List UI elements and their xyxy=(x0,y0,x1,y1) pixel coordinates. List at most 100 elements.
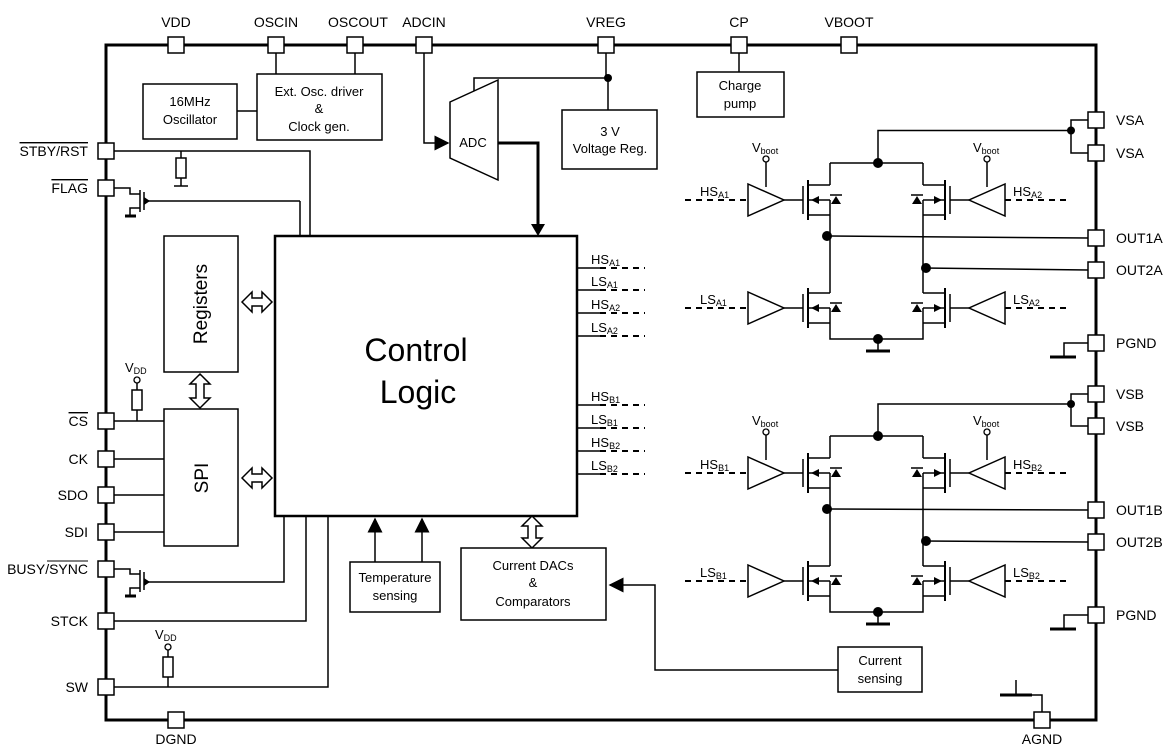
oscillator-block: 16MHz Oscillator xyxy=(142,83,238,140)
control-output-lsb2: LSB2 xyxy=(591,458,618,474)
adc-block: ADC xyxy=(449,78,499,182)
pin-agnd[interactable] xyxy=(1033,711,1051,729)
svg-text:Clock gen.: Clock gen. xyxy=(288,119,349,134)
svg-text:SPI: SPI xyxy=(192,463,213,494)
vboot-label-bridge_a-1: Vboot xyxy=(973,140,1000,156)
pin-label-cs: CS xyxy=(69,413,88,429)
svg-text:sensing: sensing xyxy=(373,588,418,603)
right-pins: VSA VSA OUT1A OUT2A PGND VSB VSB OUT1B O… xyxy=(1087,111,1163,624)
svg-text:Current DACs: Current DACs xyxy=(493,558,574,573)
pin-label-stck: STCK xyxy=(51,613,89,629)
spi-control-arrow xyxy=(240,466,274,490)
svg-text:16MHz: 16MHz xyxy=(169,94,210,109)
pin-cs[interactable] xyxy=(97,412,115,430)
voltage-regulator-block: 3 V Voltage Reg. xyxy=(561,109,658,170)
pin-oscout[interactable] xyxy=(346,36,364,54)
current-sensing-block: Current sensing xyxy=(837,646,923,693)
vdd-label-sw: VDD xyxy=(155,627,177,643)
svg-text:sensing: sensing xyxy=(858,671,903,686)
pin-pgnd-a[interactable] xyxy=(1087,334,1105,352)
control-output-hsa2: HSA2 xyxy=(591,297,620,313)
svg-text:Voltage Reg.: Voltage Reg. xyxy=(573,141,647,156)
pin-vboot[interactable] xyxy=(840,36,858,54)
pin-out1b[interactable] xyxy=(1087,501,1105,519)
pin-label-ck: CK xyxy=(69,451,89,467)
pin-sw[interactable] xyxy=(97,678,115,696)
control-dacs-arrow xyxy=(520,514,544,550)
pin-label-vsa-1: VSA xyxy=(1116,112,1145,128)
svg-text:Temperature: Temperature xyxy=(359,570,432,585)
pin-label-cp: CP xyxy=(729,14,748,30)
svg-text:Registers: Registers xyxy=(191,264,212,344)
svg-text:Logic: Logic xyxy=(380,374,457,410)
pin-stck[interactable] xyxy=(97,612,115,630)
temperature-sensing-block: Temperature sensing xyxy=(349,561,441,613)
charge-pump-block: Charge pump xyxy=(696,71,785,118)
pin-label-out1b: OUT1B xyxy=(1116,502,1163,518)
left-pins: STBY/RST FLAG CS CK SDO SDI BUSY/SYNC ST… xyxy=(7,142,115,696)
pin-vsa-1[interactable] xyxy=(1087,111,1105,129)
pin-label-flag: FLAG xyxy=(51,180,88,196)
pin-label-adcin: ADCIN xyxy=(402,14,446,30)
pin-label-oscout: OSCOUT xyxy=(328,14,388,30)
ext-osc-block: Ext. Osc. driver & Clock gen. xyxy=(256,73,383,141)
pin-pgnd-b[interactable] xyxy=(1087,606,1105,624)
control-output-hsb1: HSB1 xyxy=(591,389,620,405)
vboot-label-bridge_b-0: Vboot xyxy=(752,413,779,429)
pin-vsb-2[interactable] xyxy=(1087,417,1105,435)
bridge_b-hs1-label: HSB1 xyxy=(700,457,729,473)
control-output-lsa2: LSA2 xyxy=(591,320,618,336)
pin-label-vsb-2: VSB xyxy=(1116,418,1144,434)
bridge_a-ls1-label: LSA1 xyxy=(700,292,727,308)
control-output-hsb2: HSB2 xyxy=(591,435,620,451)
pin-label-out2b: OUT2B xyxy=(1116,534,1163,550)
registers-control-arrow xyxy=(240,290,274,314)
pin-label-out1a: OUT1A xyxy=(1116,230,1163,246)
svg-text:&: & xyxy=(529,575,538,590)
svg-text:Comparators: Comparators xyxy=(495,594,571,609)
pin-busy-sync[interactable] xyxy=(97,560,115,578)
bottom-pins: DGND AGND xyxy=(155,711,1062,747)
pin-cp[interactable] xyxy=(730,36,748,54)
bridge_a-hs2-label: HSA2 xyxy=(1013,184,1042,200)
pin-sdi[interactable] xyxy=(97,523,115,541)
pin-label-vboot: VBOOT xyxy=(824,14,873,30)
pin-label-stby-rst: STBY/RST xyxy=(20,143,89,159)
control-output-lsb1: LSB1 xyxy=(591,412,618,428)
registers-block: Registers xyxy=(163,235,239,373)
pin-out2a[interactable] xyxy=(1087,261,1105,279)
svg-text:3 V: 3 V xyxy=(600,124,620,139)
pin-vreg[interactable] xyxy=(597,36,615,54)
pin-label-vsb-1: VSB xyxy=(1116,386,1144,402)
pin-oscin[interactable] xyxy=(267,36,285,54)
svg-text:&: & xyxy=(315,101,324,116)
svg-text:Current: Current xyxy=(858,653,902,668)
pin-sdo[interactable] xyxy=(97,486,115,504)
pin-vsb-1[interactable] xyxy=(1087,385,1105,403)
pin-dgnd[interactable] xyxy=(167,711,185,729)
pin-label-sdo: SDO xyxy=(58,487,88,503)
spi-block: SPI xyxy=(163,408,239,547)
svg-text:Ext. Osc. driver: Ext. Osc. driver xyxy=(275,84,365,99)
pin-vsa-2[interactable] xyxy=(1087,144,1105,162)
pin-label-pgnd-b: PGND xyxy=(1116,607,1156,623)
pin-vdd[interactable] xyxy=(167,36,185,54)
pin-adcin[interactable] xyxy=(415,36,433,54)
svg-text:Oscillator: Oscillator xyxy=(163,112,218,127)
control-output-hsa1: HSA1 xyxy=(591,252,620,268)
pin-stby-rst[interactable] xyxy=(97,142,115,160)
pin-ck[interactable] xyxy=(97,450,115,468)
control-logic-block: Control Logic xyxy=(273,234,579,518)
bridge_b-ls1-label: LSB1 xyxy=(700,565,727,581)
pin-label-sdi: SDI xyxy=(65,524,88,540)
pin-out1a[interactable] xyxy=(1087,229,1105,247)
vdd-label-cs: VDD xyxy=(125,360,147,376)
bridge_a-ls2-label: LSA2 xyxy=(1013,292,1040,308)
pin-out2b[interactable] xyxy=(1087,533,1105,551)
pin-flag[interactable] xyxy=(97,179,115,197)
pin-label-out2a: OUT2A xyxy=(1116,262,1163,278)
